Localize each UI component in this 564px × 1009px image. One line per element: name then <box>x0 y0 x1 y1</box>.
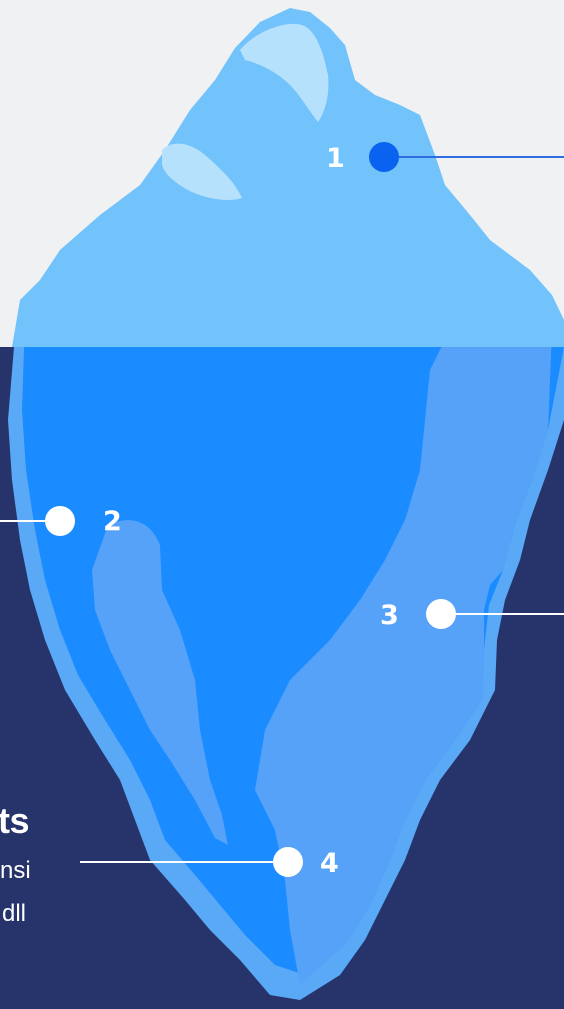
clipped-text-line-2: dll <box>2 900 26 928</box>
marker-dot-4 <box>273 847 303 877</box>
marker-label-1: 1 <box>326 145 345 172</box>
marker-label-4: 4 <box>320 850 339 877</box>
clipped-heading-fragment: ts <box>0 800 29 842</box>
marker-dot-3 <box>426 599 456 629</box>
marker-dot-2 <box>45 506 75 536</box>
clipped-text-line-1: nsi <box>0 857 31 885</box>
marker-dot-1 <box>369 142 399 172</box>
marker-label-2: 2 <box>103 508 122 535</box>
marker-label-3: 3 <box>380 602 399 629</box>
